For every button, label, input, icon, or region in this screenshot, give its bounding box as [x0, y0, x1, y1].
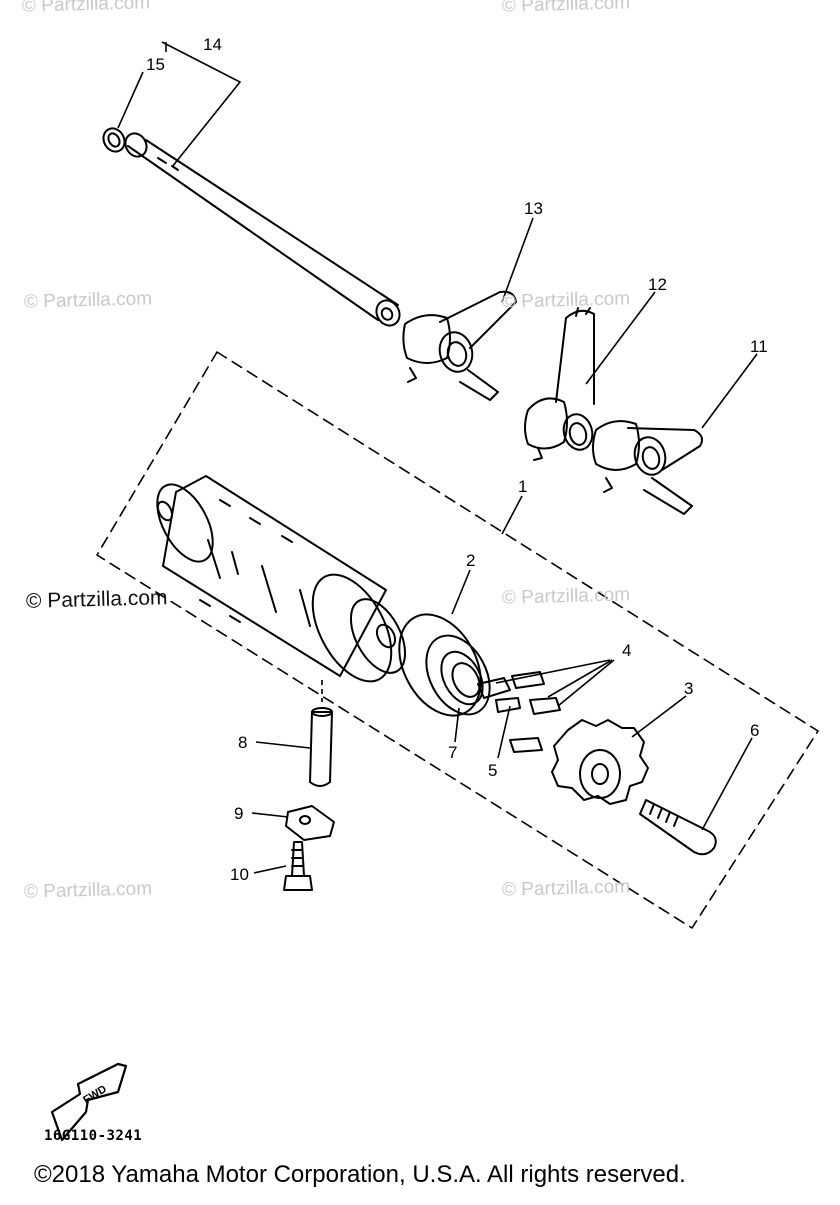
assembly-boundary — [96, 351, 819, 929]
leader-8 — [255, 741, 311, 749]
bearing-2 — [398, 613, 491, 717]
leader-7 — [454, 707, 460, 743]
segment-3 — [551, 719, 649, 805]
leader-9 — [251, 812, 289, 818]
leader-5 — [497, 705, 511, 759]
watermark: © Partzilla.com — [23, 878, 153, 903]
watermark: © Partzilla.com — [25, 586, 168, 613]
diagram-part-code: 16G110-3241 — [44, 1128, 143, 1144]
callout-7: 7 — [448, 743, 458, 762]
shift-shaft-14 — [124, 132, 401, 327]
callout-11: 11 — [750, 337, 768, 356]
callout-10: 10 — [230, 865, 249, 884]
callout-15: 15 — [146, 55, 165, 74]
shift-fork-11 — [592, 420, 703, 515]
watermark: © Partzilla.com — [23, 288, 153, 313]
leader-14 — [161, 41, 242, 168]
callout-14: 14 — [203, 35, 222, 54]
bolt-10 — [283, 841, 313, 891]
leader-3 — [631, 695, 687, 738]
callout-9: 9 — [234, 804, 244, 823]
leader-15 — [117, 71, 144, 129]
shift-fork-13 — [402, 290, 517, 401]
watermark: © Partzilla.com — [501, 584, 631, 609]
screw-6 — [639, 799, 717, 856]
callout-2: 2 — [466, 551, 476, 570]
leader-lines — [117, 41, 758, 874]
shift-drum — [156, 475, 407, 683]
pin-8 — [309, 707, 333, 787]
watermark: © Partzilla.com — [501, 876, 631, 901]
circlip-15 — [102, 127, 126, 153]
leader-10 — [253, 865, 287, 874]
callout-3: 3 — [684, 679, 694, 698]
leader-4c — [557, 659, 615, 707]
callout-1: 1 — [518, 477, 528, 496]
leader-6 — [701, 737, 753, 831]
leader-4b — [547, 659, 613, 698]
callout-5: 5 — [488, 761, 498, 780]
callout-12: 12 — [648, 275, 667, 294]
callout-4: 4 — [622, 641, 632, 660]
callout-13: 13 — [524, 199, 543, 218]
plate-9 — [285, 805, 335, 841]
shift-fork-12 — [524, 307, 595, 461]
leader-2 — [451, 569, 471, 615]
callout-8: 8 — [238, 733, 248, 752]
callout-6: 6 — [750, 721, 760, 740]
leader-12 — [585, 291, 656, 385]
leader-11 — [701, 353, 758, 429]
leader-1 — [501, 495, 523, 535]
pins-4-5 — [477, 671, 561, 753]
leader-4a — [495, 659, 611, 684]
copyright-notice: ©2018 Yamaha Motor Corporation, U.S.A. A… — [34, 1161, 686, 1188]
leader-13 — [501, 217, 534, 303]
watermark: © Partzilla.com — [501, 288, 631, 313]
